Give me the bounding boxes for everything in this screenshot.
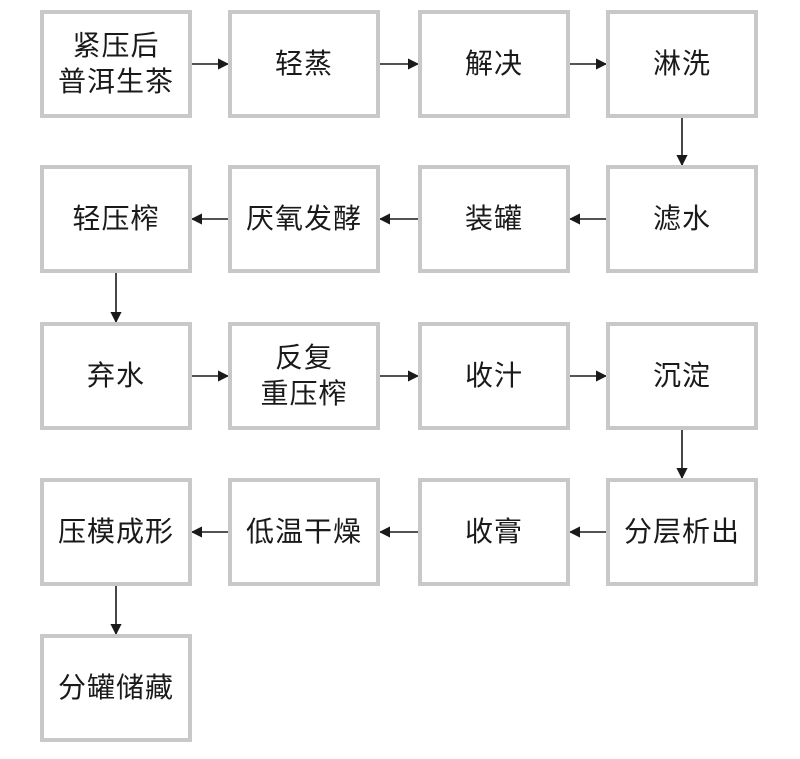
step-label: 压模成形 <box>57 515 174 548</box>
step-box-s5: 滤水 <box>606 165 758 273</box>
step-label: 分层析出 <box>623 515 740 548</box>
step-label: 弃水 <box>86 359 145 392</box>
step-box-s13: 分层析出 <box>606 478 758 586</box>
step-box-s2: 轻蒸 <box>228 10 380 118</box>
step-box-s6: 装罐 <box>418 165 570 273</box>
step-label: 滤水 <box>652 202 711 235</box>
step-label: 紧压后普洱生茶 <box>57 29 174 98</box>
step-box-s11: 收汁 <box>418 322 570 430</box>
step-label: 分罐储藏 <box>57 671 174 704</box>
step-label: 厌氧发酵 <box>245 202 362 235</box>
step-label: 收膏 <box>464 515 523 548</box>
step-box-s10: 反复重压榨 <box>228 322 380 430</box>
step-box-s7: 厌氧发酵 <box>228 165 380 273</box>
step-label: 轻压榨 <box>72 202 160 235</box>
step-box-s15: 低温干燥 <box>228 478 380 586</box>
step-box-s8: 轻压榨 <box>40 165 192 273</box>
step-box-s14: 收膏 <box>418 478 570 586</box>
step-box-s12: 沉淀 <box>606 322 758 430</box>
step-box-s16: 压模成形 <box>40 478 192 586</box>
step-label: 反复重压榨 <box>260 341 348 410</box>
step-label: 沉淀 <box>652 359 711 392</box>
step-box-s1: 紧压后普洱生茶 <box>40 10 192 118</box>
step-box-s4: 淋洗 <box>606 10 758 118</box>
step-label: 轻蒸 <box>274 47 333 80</box>
step-box-s3: 解决 <box>418 10 570 118</box>
step-box-s17: 分罐储藏 <box>40 634 192 742</box>
step-label: 淋洗 <box>652 47 711 80</box>
step-label: 收汁 <box>464 359 523 392</box>
step-box-s9: 弃水 <box>40 322 192 430</box>
step-label: 装罐 <box>464 202 523 235</box>
step-label: 低温干燥 <box>245 515 362 548</box>
step-label: 解决 <box>464 47 523 80</box>
